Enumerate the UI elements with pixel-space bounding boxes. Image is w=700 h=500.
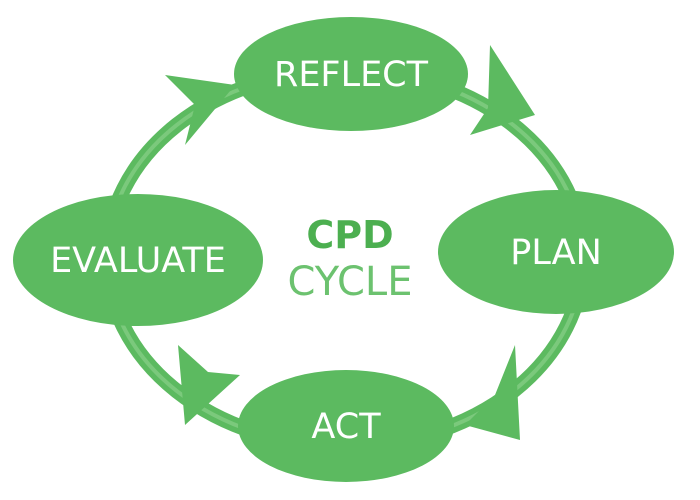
stage-act-label: ACT <box>311 407 381 447</box>
stage-reflect-shape <box>234 17 468 131</box>
arrow-plan-to-act <box>465 345 520 440</box>
arrow-evaluate-to-reflect <box>165 75 235 145</box>
center-title: CPD <box>306 213 393 257</box>
stage-evaluate: EVALUATE <box>13 194 263 326</box>
stage-reflect-label: REFLECT <box>274 55 429 95</box>
arrow-act-to-evaluate <box>178 345 240 425</box>
stage-plan: PLAN <box>438 190 674 314</box>
stage-reflect: REFLECT <box>234 17 468 131</box>
stage-evaluate-label: EVALUATE <box>50 241 226 281</box>
center-subtitle: CYCLE <box>288 259 413 305</box>
stage-evaluate-shape <box>13 194 263 326</box>
stage-act: ACT <box>238 370 454 482</box>
stage-plan-label: PLAN <box>510 233 602 273</box>
cycle-arrows <box>165 45 535 440</box>
stage-act-shape <box>238 370 454 482</box>
stage-plan-shape <box>438 190 674 314</box>
arrow-reflect-to-plan <box>470 45 535 135</box>
center-title-group: CPD CYCLE <box>288 213 413 305</box>
